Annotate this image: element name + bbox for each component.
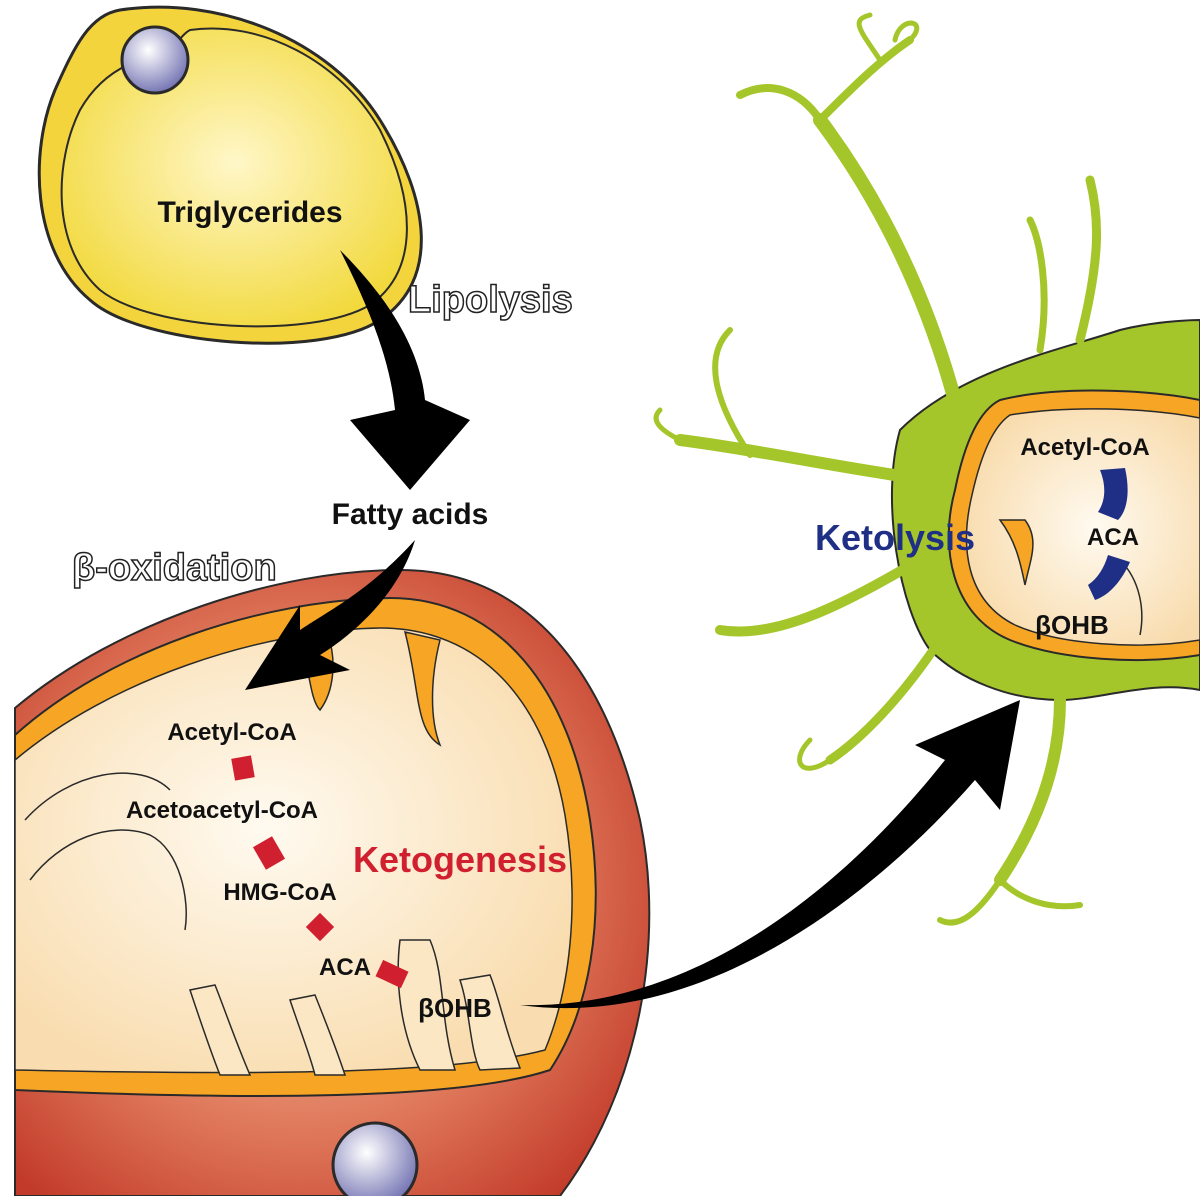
ketogenesis-step-1 [231, 755, 255, 781]
lipolysis-arrow [340, 250, 470, 490]
label-beta-oxidation: β-oxidation [72, 547, 277, 589]
label-ketogenesis: Ketogenesis [353, 839, 567, 880]
ketogenesis-steps [231, 755, 409, 989]
label-acetyl-coa-neuron: Acetyl-CoA [1020, 434, 1149, 461]
ketolysis-step-1 [1098, 468, 1128, 520]
neuron-mito-matrix [965, 408, 1200, 646]
ketolysis-step-2 [1088, 555, 1130, 600]
labels: Triglycerides Lipolysis Fatty acids β-ox… [71, 196, 1149, 1023]
adipocyte [37, 5, 423, 345]
ketone-transport-arrow [520, 700, 1020, 1009]
mito-fold-left [29, 829, 187, 931]
label-triglycerides: Triglycerides [157, 196, 342, 229]
adipocyte-nucleus [120, 25, 190, 95]
mito-fold-left-2 [24, 772, 171, 821]
label-lipolysis: Lipolysis [408, 279, 573, 321]
neuron [653, 12, 1200, 926]
ketogenesis-step-3 [305, 912, 335, 942]
neuron-dendrites [653, 12, 1200, 926]
label-aca-neuron: ACA [1087, 524, 1139, 551]
label-ketolysis: Ketolysis [815, 517, 975, 558]
adipocyte-inner [60, 27, 408, 328]
label-bohb-liver: βOHB [418, 993, 492, 1023]
ketolysis-steps [1088, 468, 1130, 600]
label-fatty-acids: Fatty acids [332, 498, 489, 531]
label-bohb-neuron: βOHB [1035, 610, 1109, 640]
ketogenesis-step-2 [252, 836, 286, 870]
mito-cristae [189, 630, 522, 1076]
ketogenesis-step-4 [375, 959, 409, 989]
label-hmg-coa: HMG-CoA [223, 879, 336, 906]
mito-nucleus [331, 1121, 419, 1196]
label-acetoacetyl-coa: Acetoacetyl-CoA [126, 797, 318, 824]
neuron-mito-crista [998, 519, 1034, 586]
liver-mitochondrion [14, 568, 651, 1196]
label-acetyl-coa-liver: Acetyl-CoA [167, 719, 296, 746]
beta-oxidation-arrow [245, 540, 415, 690]
label-aca-liver: ACA [319, 954, 371, 981]
arrows [245, 250, 1020, 1009]
